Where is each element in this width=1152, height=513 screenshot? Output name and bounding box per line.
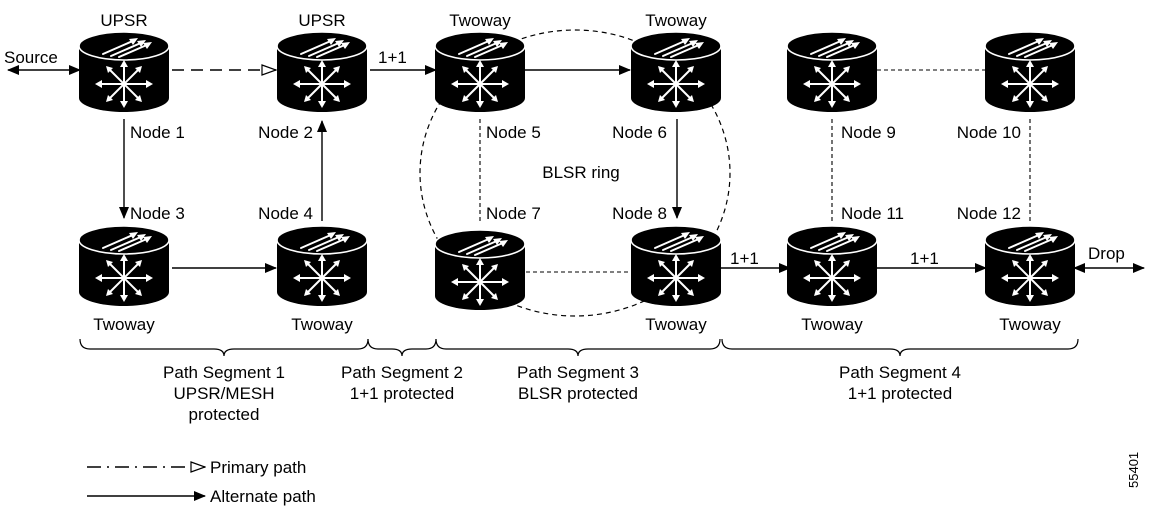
- segment-3-detail: BLSR protected: [518, 384, 638, 403]
- node-7-name: Node 7: [486, 204, 541, 223]
- node-12-role-label: Twoway: [999, 315, 1061, 334]
- segment-2-brace: [367, 338, 437, 357]
- segment-4-detail: 1+1 protected: [848, 384, 952, 403]
- segment-1-title: Path Segment 1: [163, 363, 285, 382]
- router-icon-node-11: [786, 225, 878, 307]
- blsr-ring-label: BLSR ring: [542, 163, 619, 182]
- segment-2-detail: 1+1 protected: [350, 384, 454, 403]
- router-icon-node-10: [984, 31, 1076, 113]
- node-8-role-label: Twoway: [645, 315, 707, 334]
- node-1-name: Node 1: [130, 123, 185, 142]
- segment-1-detail: UPSR/MESH: [173, 384, 274, 403]
- segment-3-brace: [435, 338, 721, 357]
- legend-alternate-label: Alternate path: [210, 487, 316, 506]
- router-icon-node-6: [630, 31, 722, 113]
- node-10-name: Node 10: [957, 123, 1021, 142]
- node-6-name: Node 6: [612, 123, 667, 142]
- segment-2-title: Path Segment 2: [341, 363, 463, 382]
- segment-1-brace: [79, 338, 369, 357]
- segment-4-brace: [721, 338, 1079, 357]
- node-2-name: Node 2: [258, 123, 313, 142]
- node-8-name: Node 8: [612, 204, 667, 223]
- node-1-role-label: UPSR: [100, 11, 147, 30]
- segment-1-detail-2: protected: [189, 405, 260, 424]
- node-4-name: Node 4: [258, 204, 313, 223]
- router-icon-node-8: [630, 225, 722, 307]
- node-3-role-label: Twoway: [93, 315, 155, 334]
- router-icon-node-2: [276, 31, 368, 113]
- router-icon-node-5: [434, 31, 526, 113]
- router-icon-node-4: [276, 225, 368, 307]
- router-icon-node-12: [984, 225, 1076, 307]
- router-icon-node-3: [78, 225, 170, 307]
- router-icon-node-1: [78, 31, 170, 113]
- link-label-n8-n11: 1+1: [730, 249, 759, 268]
- node-5-name: Node 5: [486, 123, 541, 142]
- node-11-role-label: Twoway: [801, 315, 863, 334]
- router-icon-node-7: [434, 229, 526, 311]
- segment-4-title: Path Segment 4: [839, 363, 961, 382]
- node-2-role-label: UPSR: [298, 11, 345, 30]
- legend-primary-label: Primary path: [210, 458, 306, 477]
- drop-label: Drop: [1088, 244, 1125, 263]
- blsr-ring: [419, 29, 731, 317]
- node-3-name: Node 3: [130, 204, 185, 223]
- router-icon-node-9: [786, 31, 878, 113]
- node-9-name: Node 9: [841, 123, 896, 142]
- segment-3-title: Path Segment 3: [517, 363, 639, 382]
- node-12-name: Node 12: [957, 204, 1021, 223]
- link-label-n2-n5: 1+1: [378, 48, 407, 67]
- node-6-role-label: Twoway: [645, 11, 707, 30]
- link-label-n11-n12: 1+1: [910, 249, 939, 268]
- node-5-role-label: Twoway: [449, 11, 511, 30]
- node-11-name: Node 11: [841, 204, 904, 223]
- figure-number: 55401: [1126, 452, 1141, 488]
- node-4-role-label: Twoway: [291, 315, 353, 334]
- source-label: Source: [4, 48, 58, 67]
